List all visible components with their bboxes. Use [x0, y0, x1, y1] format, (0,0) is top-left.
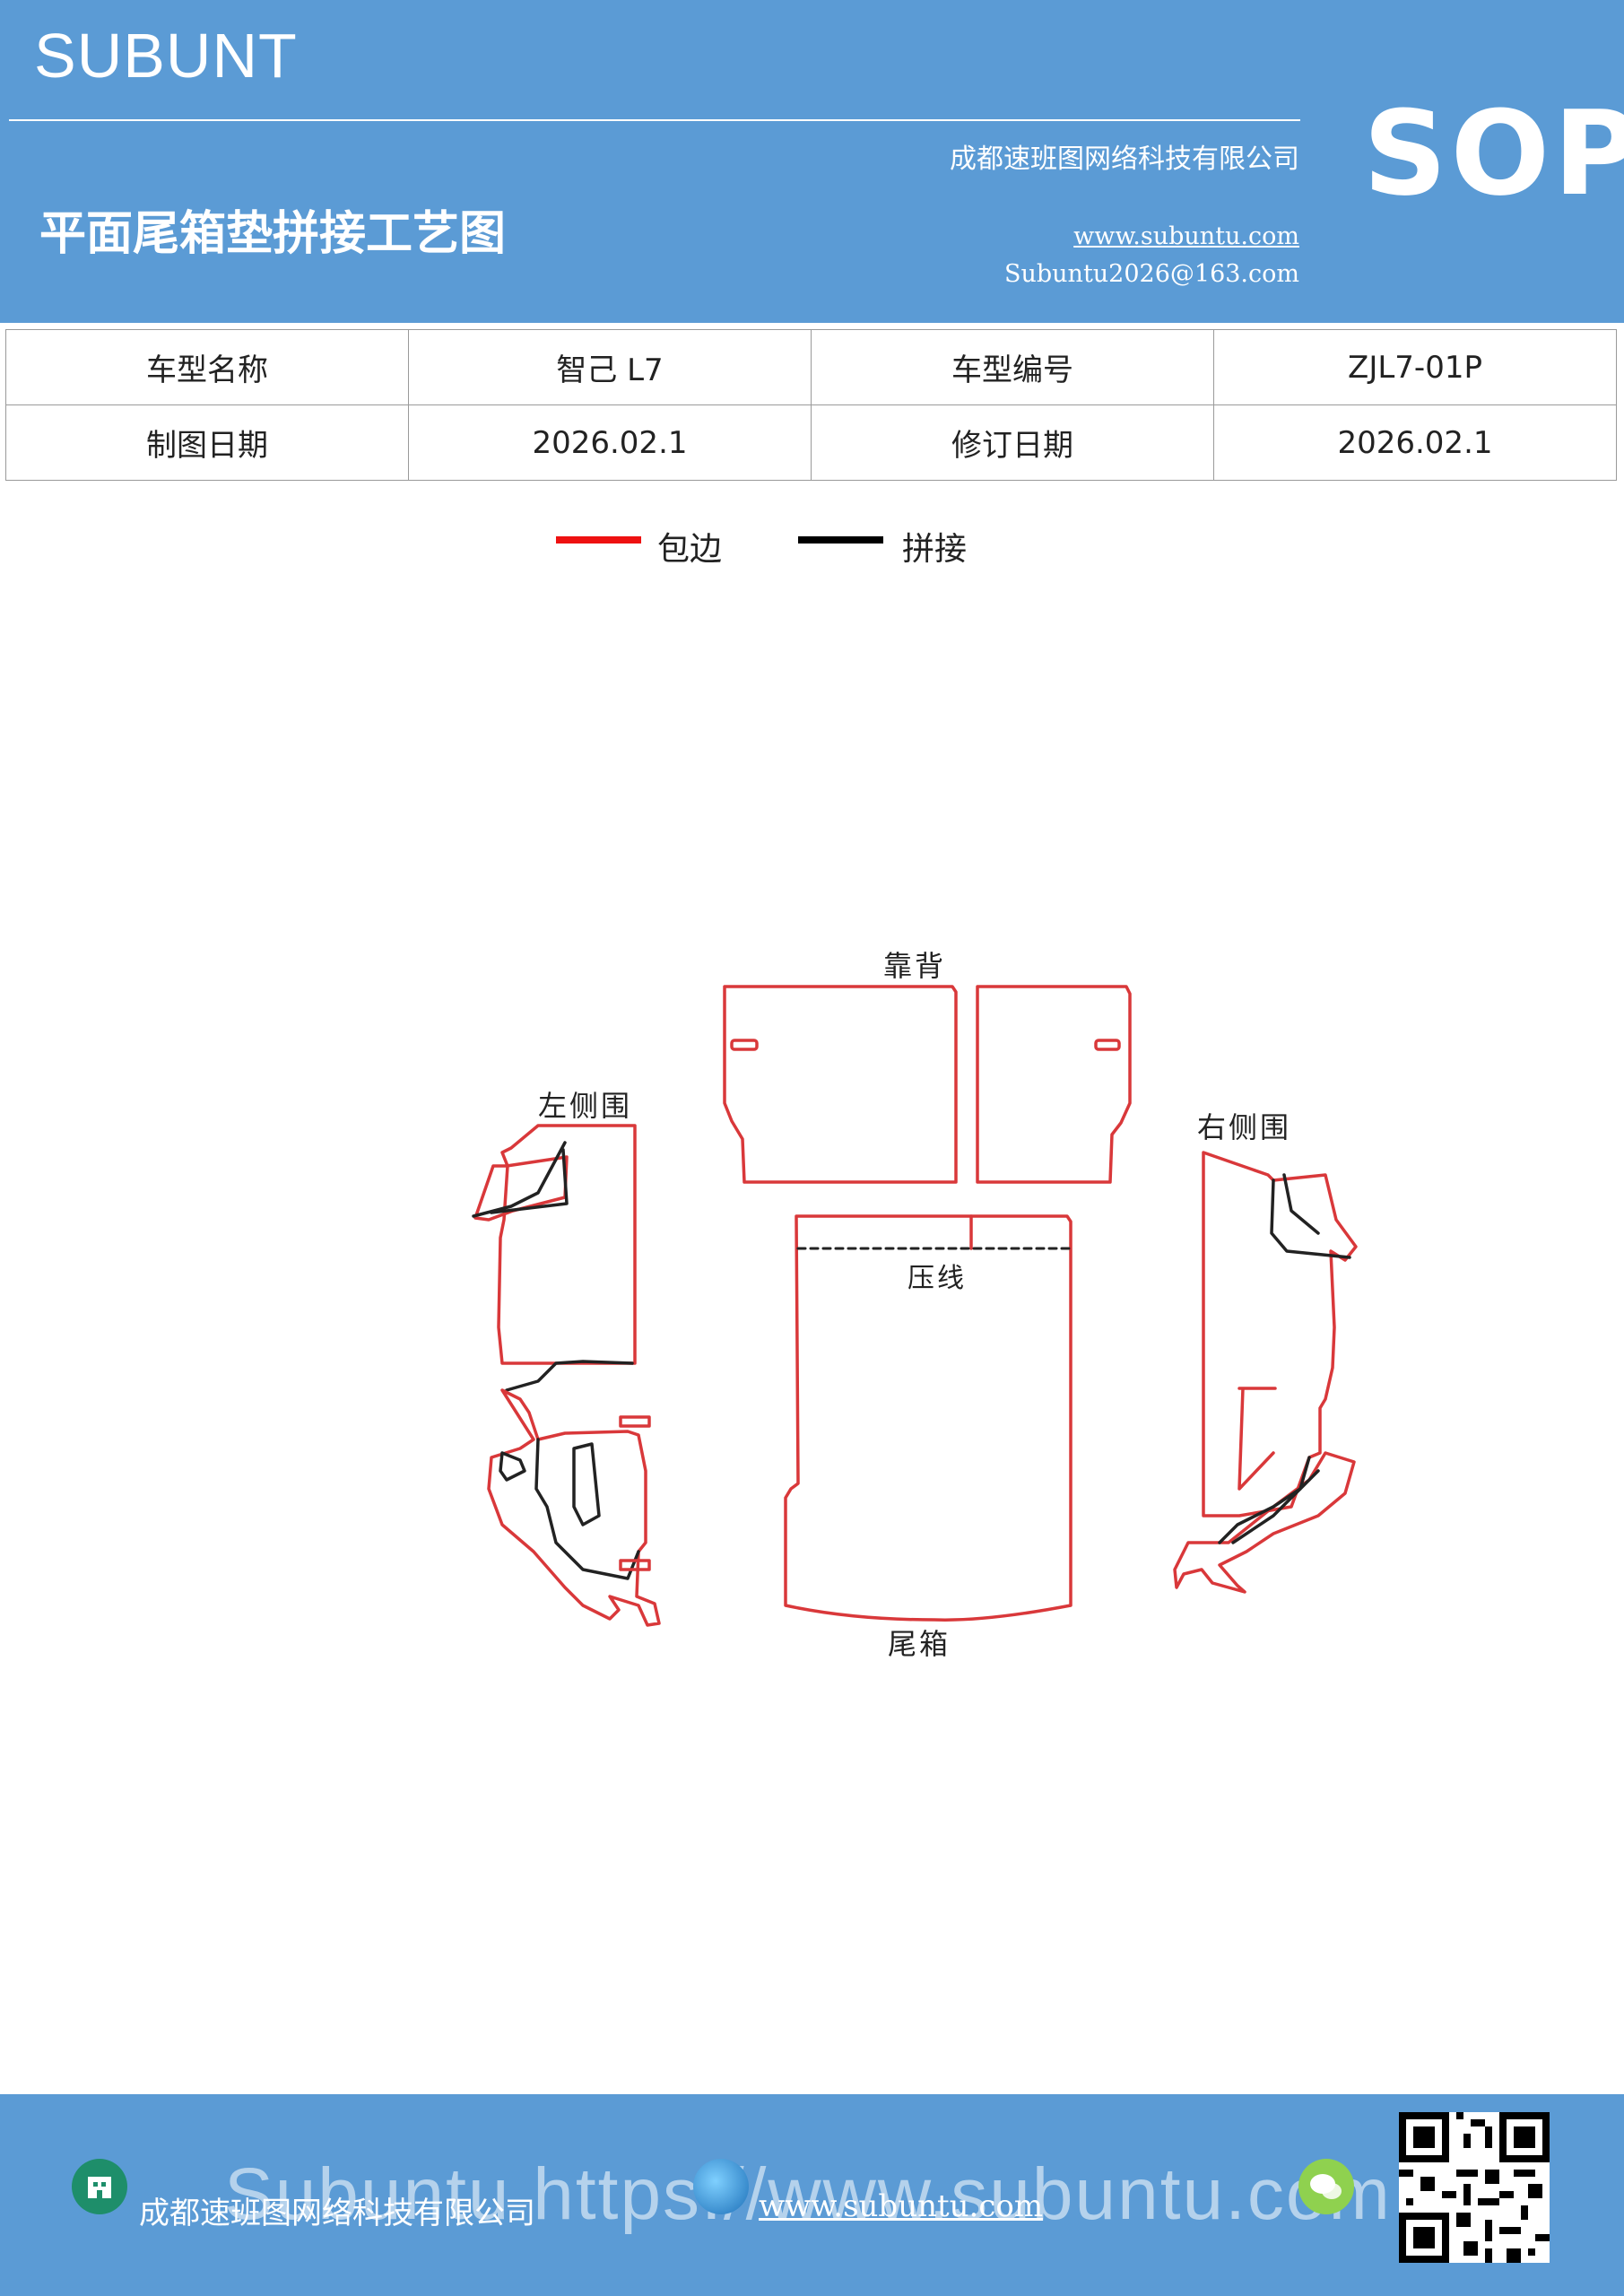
label-right-side: 右侧围 — [1197, 1110, 1292, 1144]
legend-swatch-seam — [798, 536, 883, 544]
backrest-left-slot — [730, 1039, 759, 1051]
left-side-seam-loop — [499, 1451, 526, 1482]
left-side-seam-inner — [534, 1438, 640, 1580]
legend-swatch-edge-binding — [556, 536, 641, 544]
left-side-seam-low — [505, 1360, 634, 1392]
wechat-icon — [1298, 2159, 1354, 2214]
label-left-side: 左侧围 — [538, 1089, 633, 1123]
footer-watermark: Subuntu https://www.subuntu.com — [224, 2153, 1392, 2235]
company-name: 成都速班图网络科技有限公司 — [950, 144, 1299, 175]
table-cell: 车型编号 — [811, 329, 1214, 405]
sop-badge: SOP — [1363, 85, 1624, 222]
right-side-outer-piece — [1202, 1151, 1358, 1518]
table-row: 制图日期 2026.02.1 修订日期 2026.02.1 — [5, 404, 1617, 481]
globe-icon — [693, 2159, 749, 2214]
table-row: 车型名称 智己 L7 车型编号 ZJL7-01P — [5, 329, 1617, 405]
qr-code-image — [1399, 2112, 1550, 2263]
backrest-left-piece — [723, 985, 958, 1184]
left-side-outer-piece — [497, 1124, 637, 1365]
legend-label-seam: 拼接 — [902, 531, 968, 568]
right-side-seam-top — [1270, 1178, 1351, 1259]
footer-company-name: 成都速班图网络科技有限公司 — [139, 2196, 535, 2231]
left-side-tab-1 — [619, 1415, 651, 1428]
building-icon — [72, 2159, 127, 2214]
right-side-window — [1238, 1387, 1277, 1491]
label-trunk: 尾箱 — [888, 1627, 951, 1661]
brand-logo-text: SUBUNT — [34, 21, 298, 91]
footer-website-link[interactable]: www.subuntu.com — [759, 2188, 1044, 2224]
header-divider — [9, 119, 1300, 121]
table-cell: 2026.02.1 — [1213, 404, 1617, 481]
table-cell: 车型名称 — [5, 329, 409, 405]
left-side-seam-window — [572, 1442, 601, 1526]
table-cell: 2026.02.1 — [408, 404, 812, 481]
backrest-right-piece — [976, 985, 1132, 1184]
website-link[interactable]: www.subuntu.com — [1073, 222, 1299, 250]
left-side-upper-flap — [473, 1155, 569, 1222]
table-cell: 智己 L7 — [408, 329, 812, 405]
header-banner: SUBUNT 平面尾箱垫拼接工艺图 成都速班图网络科技有限公司 www.subu… — [0, 0, 1624, 323]
footer-banner: Subuntu https://www.subuntu.com 成都速班图网络科… — [0, 2094, 1624, 2296]
mat-layout-diagram: 靠背 左侧围 右侧围 压线 尾箱 — [0, 897, 1624, 1704]
right-side-lower-piece — [1173, 1451, 1356, 1594]
left-side-seam-mid — [490, 1148, 569, 1214]
legend-label-edge-binding: 包边 — [657, 531, 723, 568]
label-crease: 压线 — [908, 1263, 967, 1294]
trunk-floor-piece — [784, 1214, 1073, 1622]
table-cell: 制图日期 — [5, 404, 409, 481]
document-title: 平面尾箱垫拼接工艺图 — [39, 207, 507, 261]
email-link[interactable]: Subuntu2026@163.com — [1004, 260, 1299, 288]
label-backrest: 靠背 — [883, 949, 947, 983]
left-side-lower-piece — [487, 1388, 661, 1627]
mat-pieces-svg — [472, 985, 1358, 1627]
right-side-seam-lower2 — [1231, 1469, 1320, 1544]
table-cell: ZJL7-01P — [1213, 329, 1617, 405]
right-side-seam-upper — [1282, 1173, 1320, 1235]
table-cell: 修订日期 — [811, 404, 1214, 481]
right-side-seam-lower — [1218, 1456, 1311, 1544]
left-side-tab-2 — [619, 1559, 651, 1571]
backrest-right-slot — [1094, 1039, 1121, 1051]
vehicle-info-table: 车型名称 智己 L7 车型编号 ZJL7-01P 制图日期 2026.02.1 … — [5, 329, 1617, 481]
